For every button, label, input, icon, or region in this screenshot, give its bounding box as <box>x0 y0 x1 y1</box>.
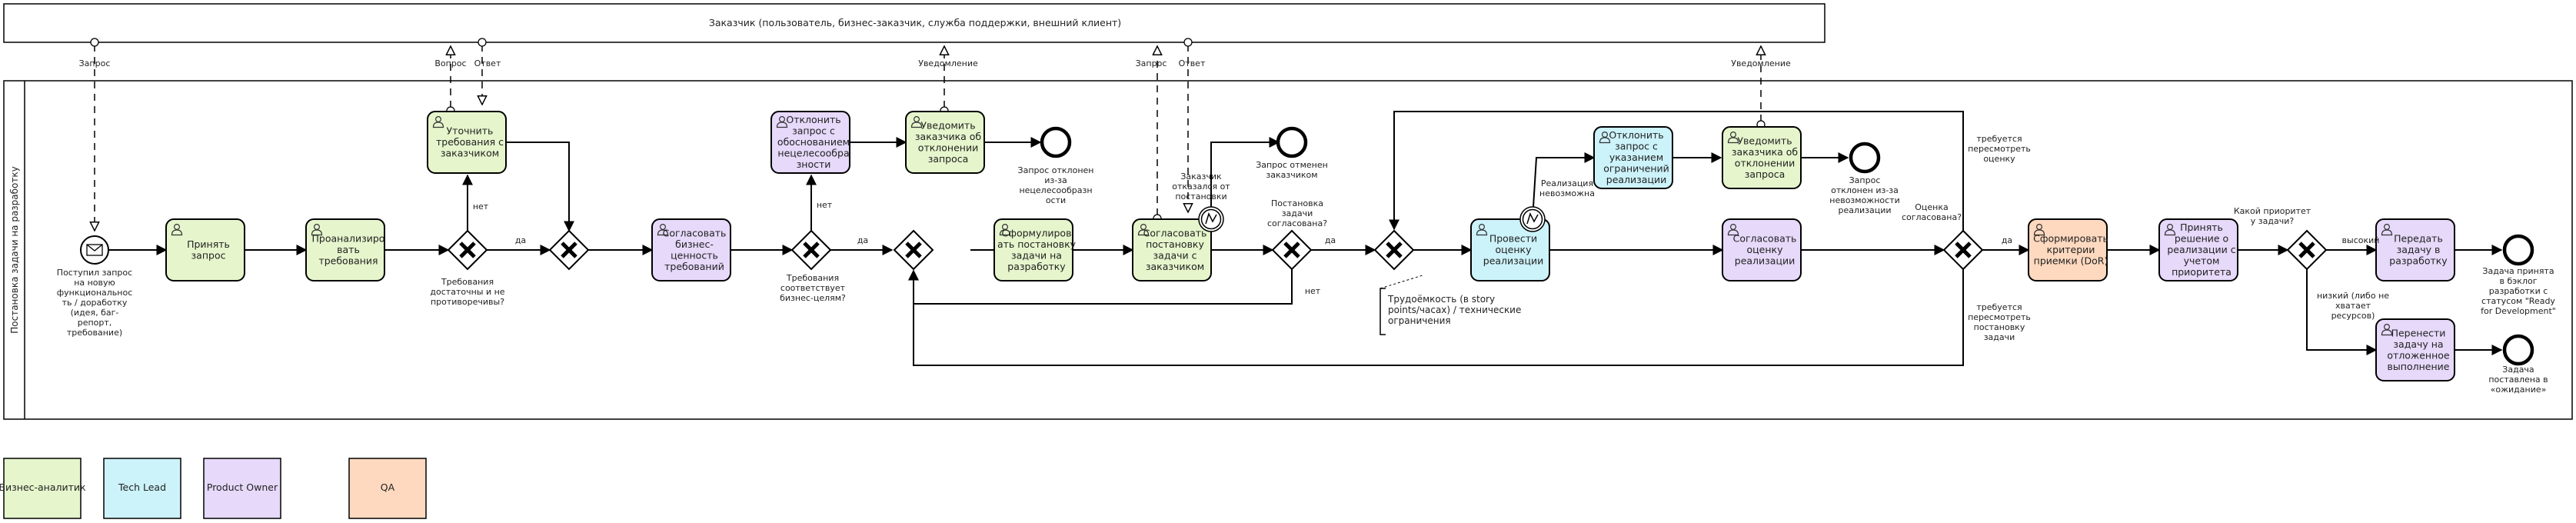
legend-po: Product Owner <box>203 458 281 519</box>
sequence-flows <box>108 111 2503 366</box>
legend-label: Бизнес-аналитик <box>0 481 86 493</box>
text-annotation <box>1380 275 1423 335</box>
label-yes-3: да <box>1325 235 1336 245</box>
legend-label: Product Owner <box>207 481 278 493</box>
msg-question: Вопрос <box>434 58 466 68</box>
end-event-end-impossible[interactable] <box>1849 142 1881 174</box>
msg-request-2: Запрос <box>1136 58 1167 68</box>
end-event-end-backlog[interactable] <box>2502 234 2534 266</box>
label-no-1: нет <box>473 202 489 212</box>
label-yes-2: да <box>857 235 868 245</box>
end-event-end-cancelled[interactable] <box>1276 126 1308 158</box>
msg-answer-2: Ответ <box>1179 58 1206 68</box>
gateway-merge-3[interactable] <box>1373 229 1415 271</box>
gateway-merge-1[interactable] <box>548 229 590 271</box>
gateway-business[interactable] <box>790 229 832 271</box>
end-event-end-rejected[interactable] <box>1040 126 1072 158</box>
gateway-priority[interactable] <box>2286 229 2328 271</box>
msg-notify-1: Уведомление <box>918 58 978 68</box>
start-event[interactable] <box>80 235 109 265</box>
process-lane-label: Постановка задачи на разработку <box>9 166 20 334</box>
legend-ba: Бизнес-аналитик <box>0 458 86 519</box>
label-no-2: нет <box>817 200 833 210</box>
end-event-end-postponed[interactable] <box>2502 334 2534 366</box>
customer-pool <box>3 3 1825 43</box>
gateway-merge-2[interactable] <box>893 229 934 271</box>
label-yes-4: да <box>2002 235 2012 245</box>
legend-label: QA <box>381 481 395 493</box>
legend-qa: QA <box>348 458 427 519</box>
msg-notify-2: Уведомление <box>1731 58 1791 68</box>
customer-pool-label: Заказчик (пользователь, бизнес-заказчик,… <box>709 17 1121 28</box>
label-high: высокий <box>2342 235 2380 245</box>
msg-answer-1: Ответ <box>474 58 501 68</box>
gateway-estimate[interactable] <box>1942 229 1984 271</box>
boundary-event-1[interactable] <box>1198 206 1224 232</box>
msg-request: Запрос <box>79 58 111 68</box>
gateway-requirements[interactable] <box>447 229 488 271</box>
label-yes-1: да <box>515 235 526 245</box>
legend-label: Tech Lead <box>118 481 166 493</box>
label-no-3: нет <box>1305 286 1321 296</box>
legend-tl: Tech Lead <box>103 458 181 519</box>
boundary-event-2[interactable] <box>1519 206 1546 232</box>
gateway-agreed[interactable] <box>1271 229 1313 271</box>
